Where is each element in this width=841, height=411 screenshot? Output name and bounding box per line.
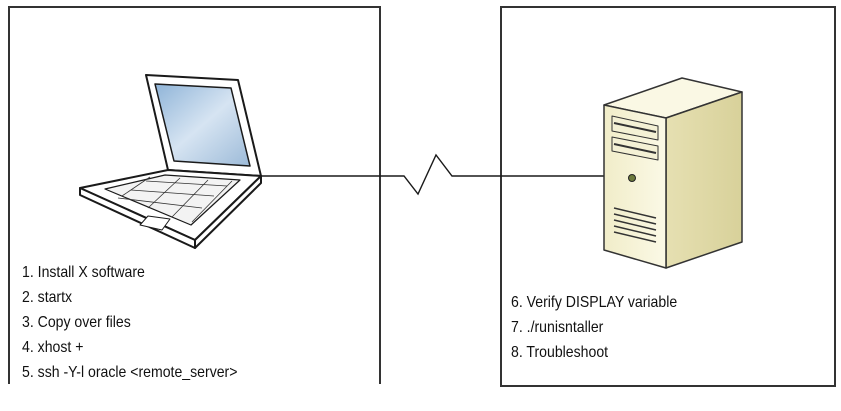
client-step-4: 4. xhost + — [22, 339, 84, 356]
client-steps-list: 1. Install X software 2. startx 3. Copy … — [22, 260, 237, 385]
laptop-icon — [79, 74, 262, 249]
client-step-1: 1. Install X software — [22, 264, 145, 281]
server-panel: 6. Verify DISPLAY variable 7. ./runisnta… — [500, 6, 836, 387]
client-step-5: 5. ssh -Y-l oracle <remote_server> — [22, 364, 238, 381]
client-step-2: 2. startx — [22, 289, 73, 306]
server-steps-list: 6. Verify DISPLAY variable 7. ./runisnta… — [511, 290, 677, 365]
server-step-7: 7. ./runisntaller — [511, 319, 604, 336]
client-panel: 1. Install X software 2. startx 3. Copy … — [8, 6, 381, 384]
network-link-icon — [258, 153, 605, 196]
tower-server-icon — [603, 77, 743, 269]
server-step-6: 6. Verify DISPLAY variable — [511, 294, 678, 311]
server-step-8: 8. Troubleshoot — [511, 344, 609, 361]
client-step-3: 3. Copy over files — [22, 314, 131, 331]
